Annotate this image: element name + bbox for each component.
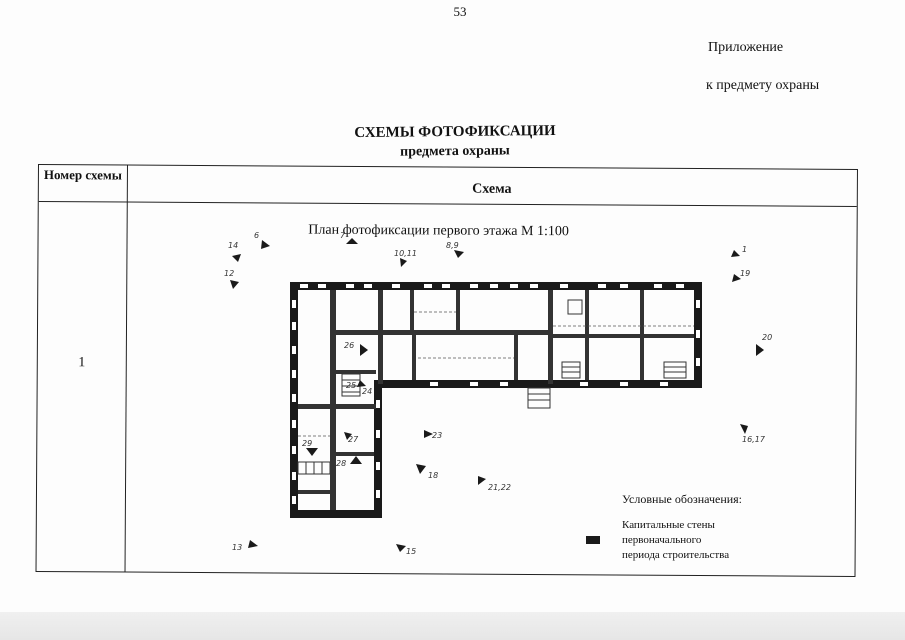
legend-title: Условные обозначения: — [622, 492, 743, 506]
legend-wall-swatch — [586, 536, 600, 544]
legend-line-3: периода строительства — [622, 549, 730, 561]
label-7: 7 — [340, 231, 346, 240]
stairs — [297, 299, 687, 475]
legend-description: Капитальные стены первоначального период… — [622, 518, 729, 563]
label-25: 25 — [346, 381, 356, 390]
label-27: 27 — [348, 435, 359, 444]
label-19: 19 — [740, 269, 750, 278]
label-21-22: 21,22 — [488, 483, 511, 492]
label-29: 29 — [302, 439, 312, 448]
label-26: 26 — [344, 341, 354, 350]
appendix-subject: к предмету охраны — [706, 78, 820, 93]
label-23: 23 — [432, 431, 442, 440]
interior-dashes — [298, 311, 694, 437]
legend-line-2: первоначального — [622, 534, 702, 546]
window-marks — [292, 284, 700, 504]
label-14: 14 — [228, 241, 238, 250]
appendix-label: Приложение — [708, 40, 784, 55]
label-20: 20 — [762, 333, 772, 342]
label-13: 13 — [232, 543, 242, 552]
label-10-11: 10,11 — [394, 249, 417, 258]
photo-direction-arrows — [230, 238, 764, 552]
label-16-17: 16,17 — [742, 435, 766, 444]
label-12: 12 — [224, 269, 234, 278]
photo-point-labels: 1 6 7 8,9 10,11 12 13 14 15 16,17 18 19 … — [224, 231, 772, 556]
label-15: 15 — [406, 547, 416, 556]
page-number: 53 — [453, 4, 467, 19]
label-24: 24 — [362, 387, 372, 396]
label-6: 6 — [254, 231, 259, 240]
legend-line-1: Капитальные стены — [622, 519, 715, 531]
label-1: 1 — [742, 245, 747, 254]
page-bottom-edge — [0, 612, 905, 640]
label-8-9: 8,9 — [446, 241, 459, 250]
label-18: 18 — [428, 471, 438, 480]
label-28: 28 — [336, 459, 346, 468]
interior-walls — [298, 290, 694, 510]
